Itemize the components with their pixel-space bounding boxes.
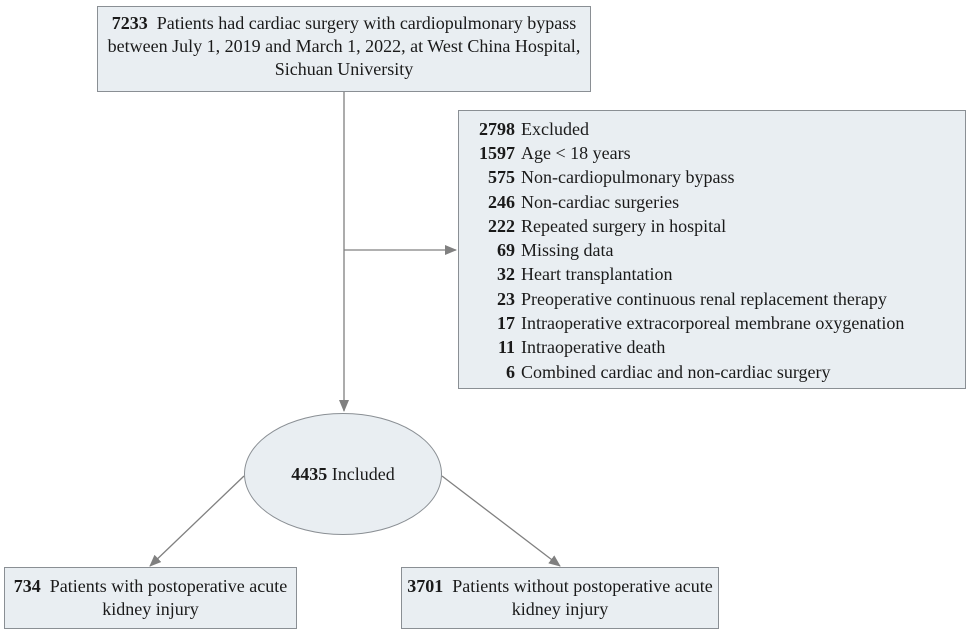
cohort-count: 7233 xyxy=(111,13,148,33)
exclusion-count: 32 xyxy=(497,264,515,285)
cohort-box: 7233 Patients had cardiac surgery with c… xyxy=(97,6,591,92)
excluded-total-row: 2798 Excluded xyxy=(459,117,965,141)
exclusion-count: 222 xyxy=(488,215,515,236)
excluded-total-count: 2798 xyxy=(479,118,515,139)
exclusion-row: 222 Repeated surgery in hospital xyxy=(459,214,965,238)
exclusion-count: 23 xyxy=(497,288,515,309)
no-aki-count: 3701 xyxy=(407,576,444,596)
exclusion-row: 32 Heart transplantation xyxy=(459,263,965,287)
exclusion-row: 1597 Age < 18 years xyxy=(459,141,965,165)
included-ellipse: 4435 Included xyxy=(244,413,442,535)
exclusion-count: 6 xyxy=(506,361,515,382)
cohort-text: Patients had cardiac surgery with cardio… xyxy=(107,13,581,79)
exclusion-label: Preoperative continuous renal replacemen… xyxy=(521,288,887,309)
exclusion-row: 575 Non-cardiopulmonary bypass xyxy=(459,166,965,190)
exclusion-row: 11 Intraoperative death xyxy=(459,336,965,360)
exclusion-row: 6 Combined cardiac and non-cardiac surge… xyxy=(459,360,965,384)
exclusion-label: Repeated surgery in hospital xyxy=(521,215,727,236)
aki-count: 734 xyxy=(13,576,41,596)
exclusion-label: Non-cardiopulmonary bypass xyxy=(521,167,735,188)
arrow-to-aki xyxy=(149,475,245,567)
exclusion-row: 246 Non-cardiac surgeries xyxy=(459,190,965,214)
exclusion-count: 1597 xyxy=(479,142,515,163)
exclusion-label: Missing data xyxy=(521,240,614,261)
exclusion-label: Non-cardiac surgeries xyxy=(521,191,680,212)
exclusion-label: Intraoperative extracorporeal membrane o… xyxy=(521,313,905,334)
exclusion-label: Combined cardiac and non-cardiac surgery xyxy=(521,361,831,382)
exclusion-label: Age < 18 years xyxy=(521,142,631,163)
excluded-total-label: Excluded xyxy=(521,118,589,139)
exclusion-label: Intraoperative death xyxy=(521,337,666,358)
exclusion-row: 23 Preoperative continuous renal replace… xyxy=(459,287,965,311)
exclusion-count: 69 xyxy=(497,240,515,261)
arrow-to-no-aki xyxy=(441,475,561,567)
exclusion-count: 246 xyxy=(488,191,515,212)
exclusion-row: 69 Missing data xyxy=(459,238,965,262)
exclusion-count: 17 xyxy=(497,313,515,334)
excluded-box: 2798 Excluded 1597 Age < 18 years 575 No… xyxy=(458,110,966,389)
included-count: 4435 xyxy=(291,463,328,484)
exclusion-label: Heart transplantation xyxy=(521,264,673,285)
aki-text: Patients with postoperative acute kidney… xyxy=(49,576,288,619)
no-aki-box: 3701 Patients without postoperative acut… xyxy=(401,567,719,629)
exclusion-count: 11 xyxy=(497,337,515,358)
aki-box: 734 Patients with postoperative acute ki… xyxy=(4,567,297,629)
no-aki-text: Patients without postoperative acute kid… xyxy=(452,576,713,619)
exclusion-row: 17 Intraoperative extracorporeal membran… xyxy=(459,311,965,335)
exclusion-count: 575 xyxy=(488,167,515,188)
included-label: Included xyxy=(331,463,395,484)
